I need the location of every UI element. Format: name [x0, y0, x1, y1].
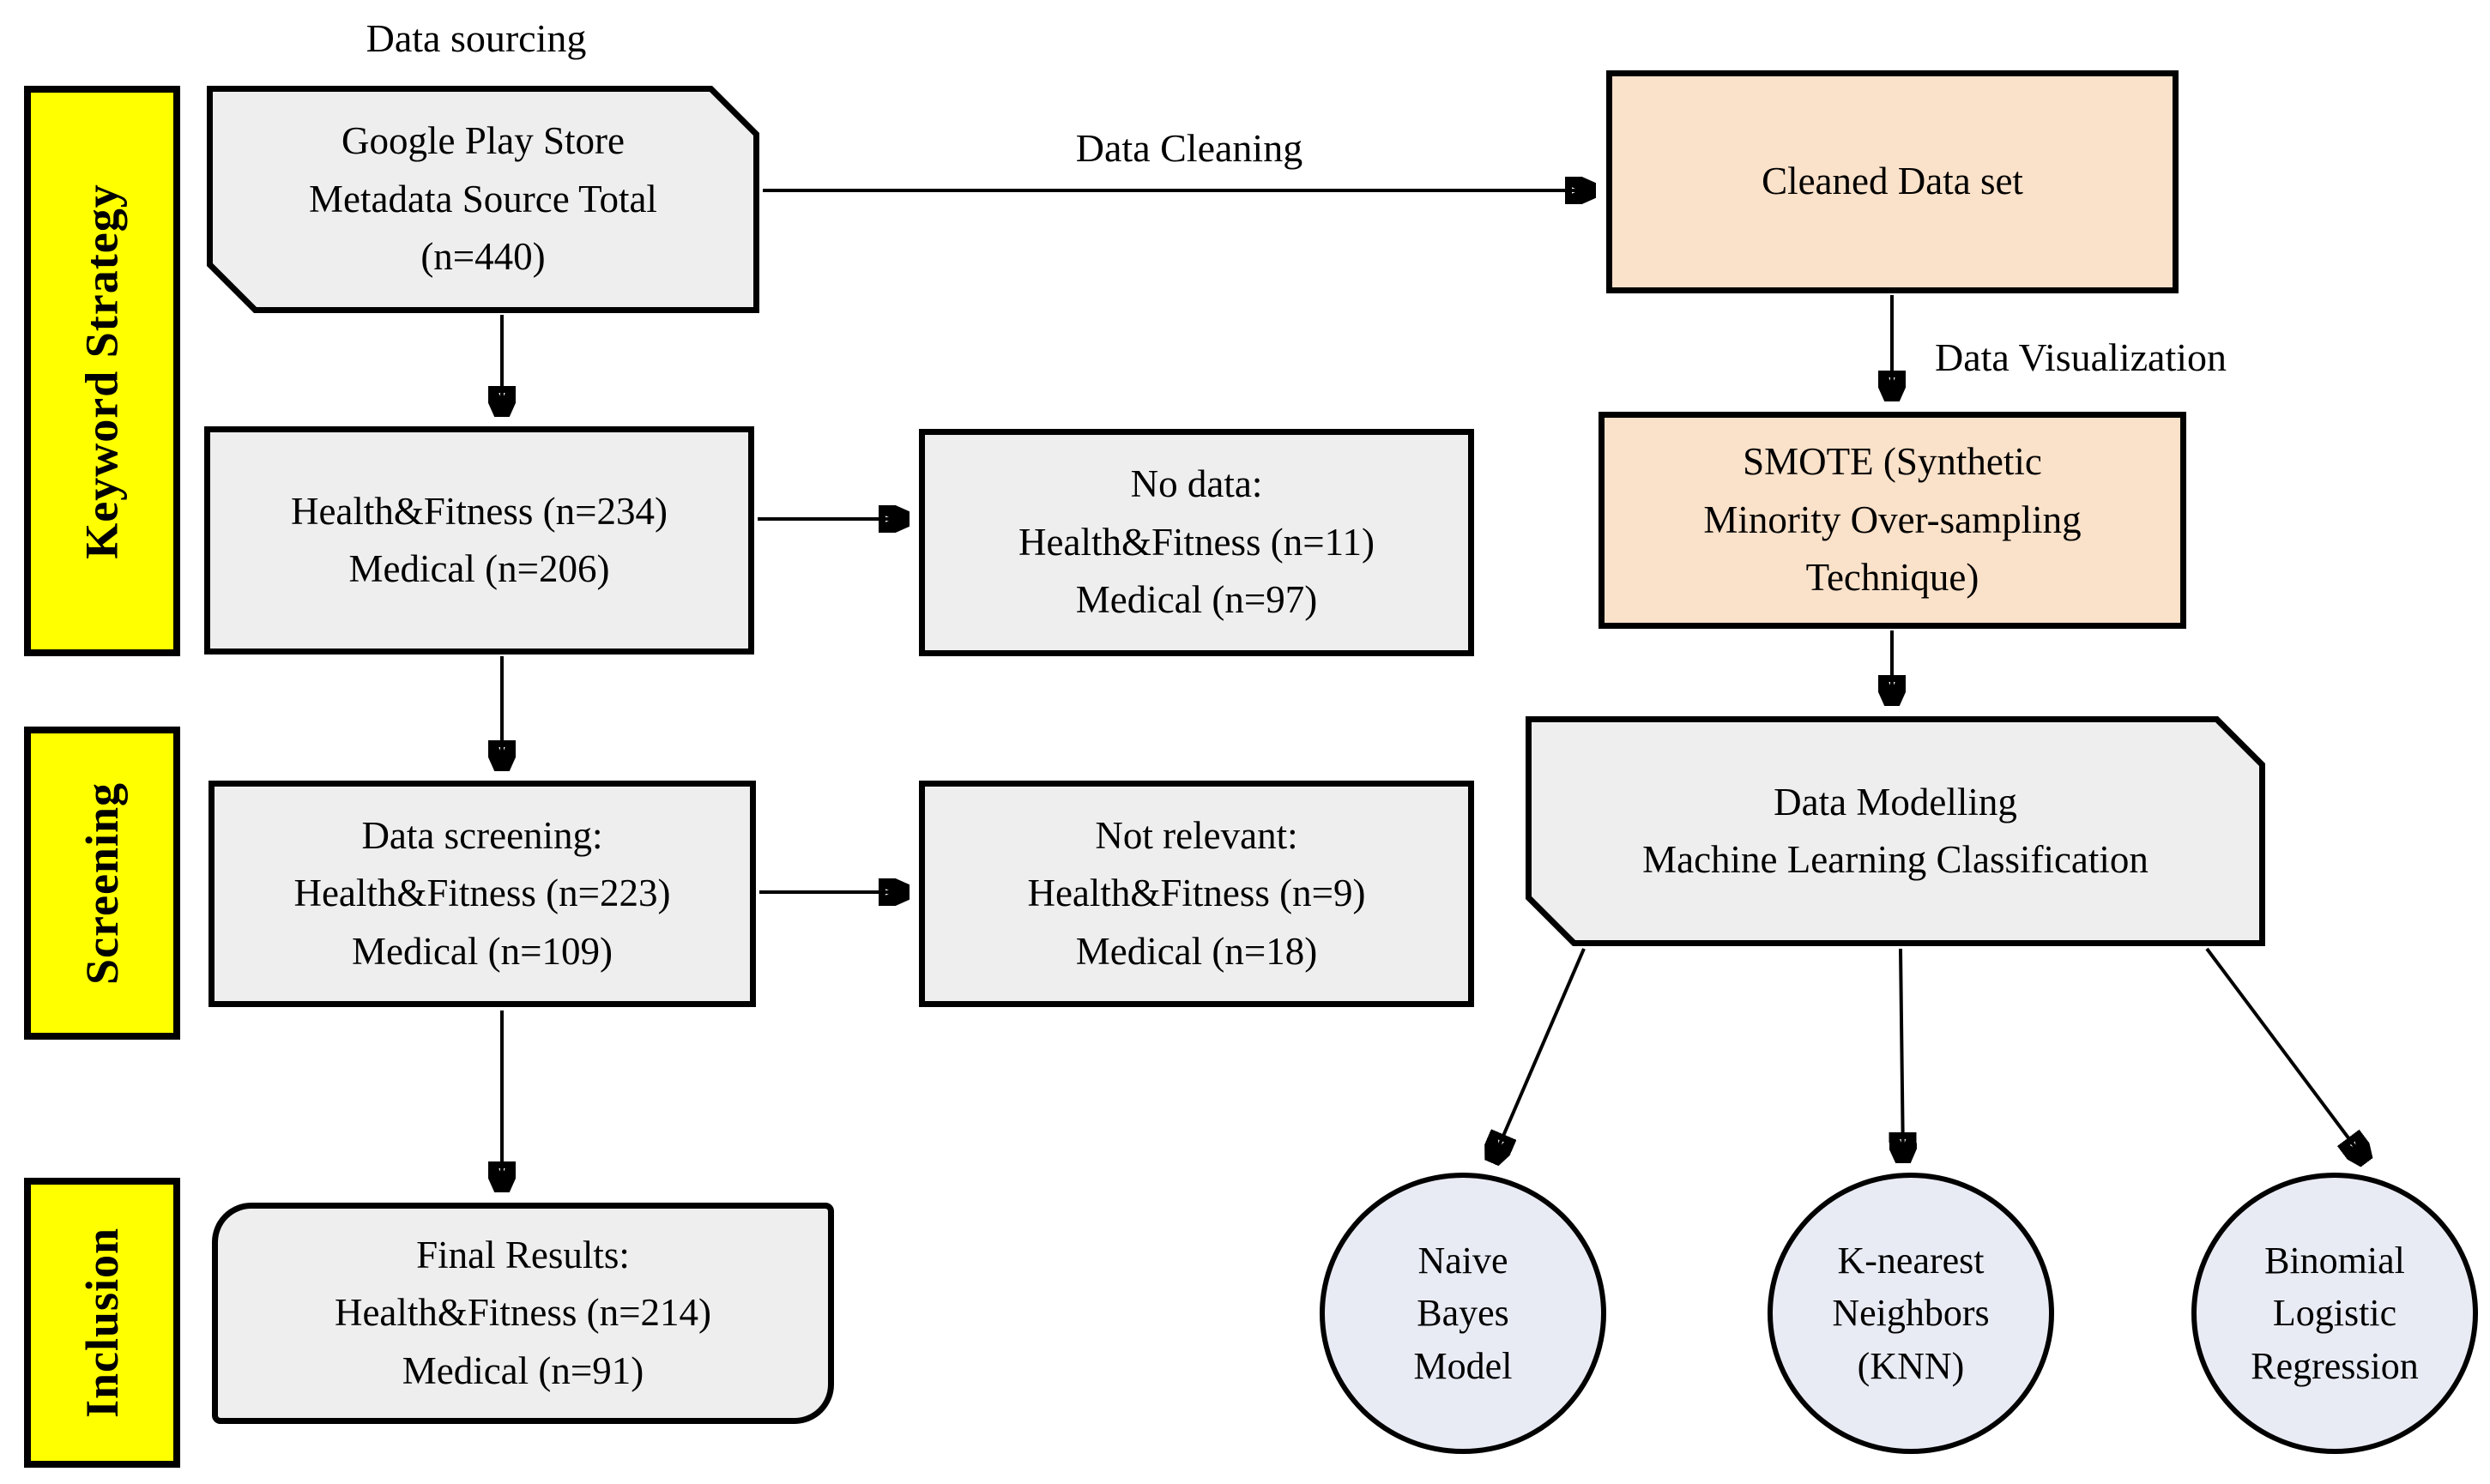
box-line: Google Play Store	[341, 119, 625, 163]
box-line: Technique)	[1805, 556, 1979, 600]
circle-line: Regression	[2251, 1344, 2419, 1387]
box-line: Minority Over-sampling	[1703, 498, 2082, 541]
arrow-modelling-to-naive-bayes	[1493, 948, 1586, 1160]
box-line: Health&Fitness (n=9)	[1027, 872, 1366, 915]
box-line: Metadata Source Total	[309, 177, 657, 220]
stage-inclusion: Inclusion	[24, 1178, 180, 1468]
box-line: Medical (n=18)	[1075, 929, 1318, 973]
box-line: Health&Fitness (n=234)	[290, 489, 668, 533]
circle-line: K-nearest	[1837, 1239, 1985, 1282]
box-line: Cleaned Data set	[1762, 160, 2023, 203]
box-line: Not relevant:	[1095, 813, 1298, 857]
box-line: Health&Fitness (n=214)	[334, 1291, 712, 1335]
circle-line: (KNN)	[1857, 1344, 1965, 1387]
box-line: (n=440)	[420, 235, 546, 279]
box-data-modelling: Data Modelling Machine Learning Classifi…	[1526, 716, 2265, 946]
circle-line: Bayes	[1417, 1292, 1509, 1335]
box-line: Medical (n=109)	[351, 929, 613, 973]
stage-keyword-strategy: Keyword Strategy	[24, 86, 180, 656]
box-google-play-source-body: Google Play Store Metadata Source Total …	[213, 92, 753, 307]
box-line: Machine Learning Classification	[1642, 838, 2149, 881]
box-line: No data:	[1130, 462, 1263, 506]
box-data-modelling-body: Data Modelling Machine Learning Classifi…	[1532, 722, 2259, 940]
box-line: Health&Fitness (n=223)	[293, 872, 671, 915]
box-no-data: No data: Health&Fitness (n=11) Medical (…	[919, 429, 1474, 656]
circle-binomial-logistic-regression: Binomial Logistic Regression	[2191, 1173, 2478, 1454]
circle-line: Neighbors	[1832, 1292, 1990, 1335]
stage-inclusion-label: Inclusion	[76, 1227, 129, 1419]
box-final-results: Final Results: Health&Fitness (n=214) Me…	[212, 1203, 834, 1424]
arrow-modelling-to-binomial	[2205, 947, 2365, 1160]
circle-line: Logistic	[2272, 1292, 2397, 1335]
box-line: SMOTE (Synthetic	[1743, 440, 2042, 484]
label-data-sourcing: Data sourcing	[366, 16, 587, 60]
box-line: Final Results:	[416, 1233, 630, 1276]
circle-naive-bayes: Naive Bayes Model	[1320, 1173, 1606, 1454]
box-google-play-source: Google Play Store Metadata Source Total …	[207, 86, 759, 313]
label-data-visualization: Data Visualization	[1934, 335, 2227, 379]
circle-line: Binomial	[2264, 1239, 2405, 1282]
box-line: Medical (n=97)	[1075, 578, 1318, 622]
box-line: Medical (n=91)	[402, 1348, 644, 1392]
box-line: Data screening:	[361, 813, 603, 857]
stage-screening: Screening	[24, 727, 180, 1040]
box-data-screening: Data screening: Health&Fitness (n=223) M…	[209, 781, 756, 1007]
box-smote: SMOTE (Synthetic Minority Over-sampling …	[1599, 412, 2186, 629]
circle-knn: K-nearest Neighbors (KNN)	[1768, 1173, 2054, 1454]
stage-screening-label: Screening	[76, 781, 128, 985]
stage-keyword-strategy-label: Keyword Strategy	[76, 183, 128, 559]
box-line: Health&Fitness (n=11)	[1018, 520, 1375, 564]
circle-line: Naive	[1417, 1239, 1508, 1282]
box-not-relevant: Not relevant: Health&Fitness (n=9) Medic…	[919, 781, 1474, 1007]
circle-line: Model	[1413, 1344, 1513, 1387]
box-line: Data Modelling	[1774, 780, 2017, 823]
arrow-modelling-to-knn	[1901, 948, 1903, 1160]
box-line: Medical (n=206)	[348, 547, 610, 590]
box-cleaned-data-set: Cleaned Data set	[1606, 70, 2179, 293]
label-data-cleaning: Data Cleaning	[1075, 126, 1303, 170]
box-keyword-counts: Health&Fitness (n=234) Medical (n=206)	[204, 426, 754, 655]
